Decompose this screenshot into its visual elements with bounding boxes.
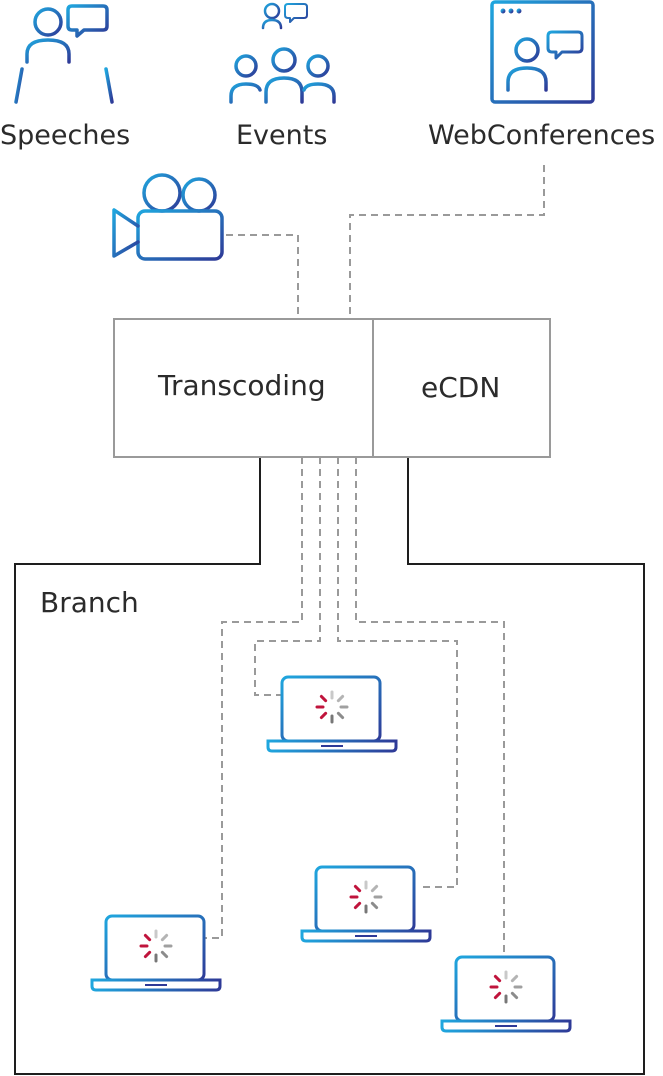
laptop-icon xyxy=(440,955,572,1033)
transcoding-box xyxy=(113,318,374,458)
speaker-at-podium-icon xyxy=(12,4,116,104)
transcoding-label: Transcoding xyxy=(158,369,326,402)
ecdn-box xyxy=(372,318,551,458)
laptop-icon xyxy=(90,914,222,992)
ecdn-label: eCDN xyxy=(421,371,501,404)
laptop-icon xyxy=(266,675,398,753)
laptop-icon xyxy=(300,865,432,943)
browser-window-user-icon xyxy=(490,0,595,104)
speeches-label: Speeches xyxy=(0,120,131,151)
events-label: Events xyxy=(236,120,328,151)
webconferences-label: WebConferences xyxy=(428,120,656,151)
dashed-connections xyxy=(204,165,545,953)
video-camera-icon xyxy=(112,173,224,261)
branch-border xyxy=(14,457,645,1075)
audience-icon xyxy=(229,2,336,104)
branch-label: Branch xyxy=(40,586,139,619)
